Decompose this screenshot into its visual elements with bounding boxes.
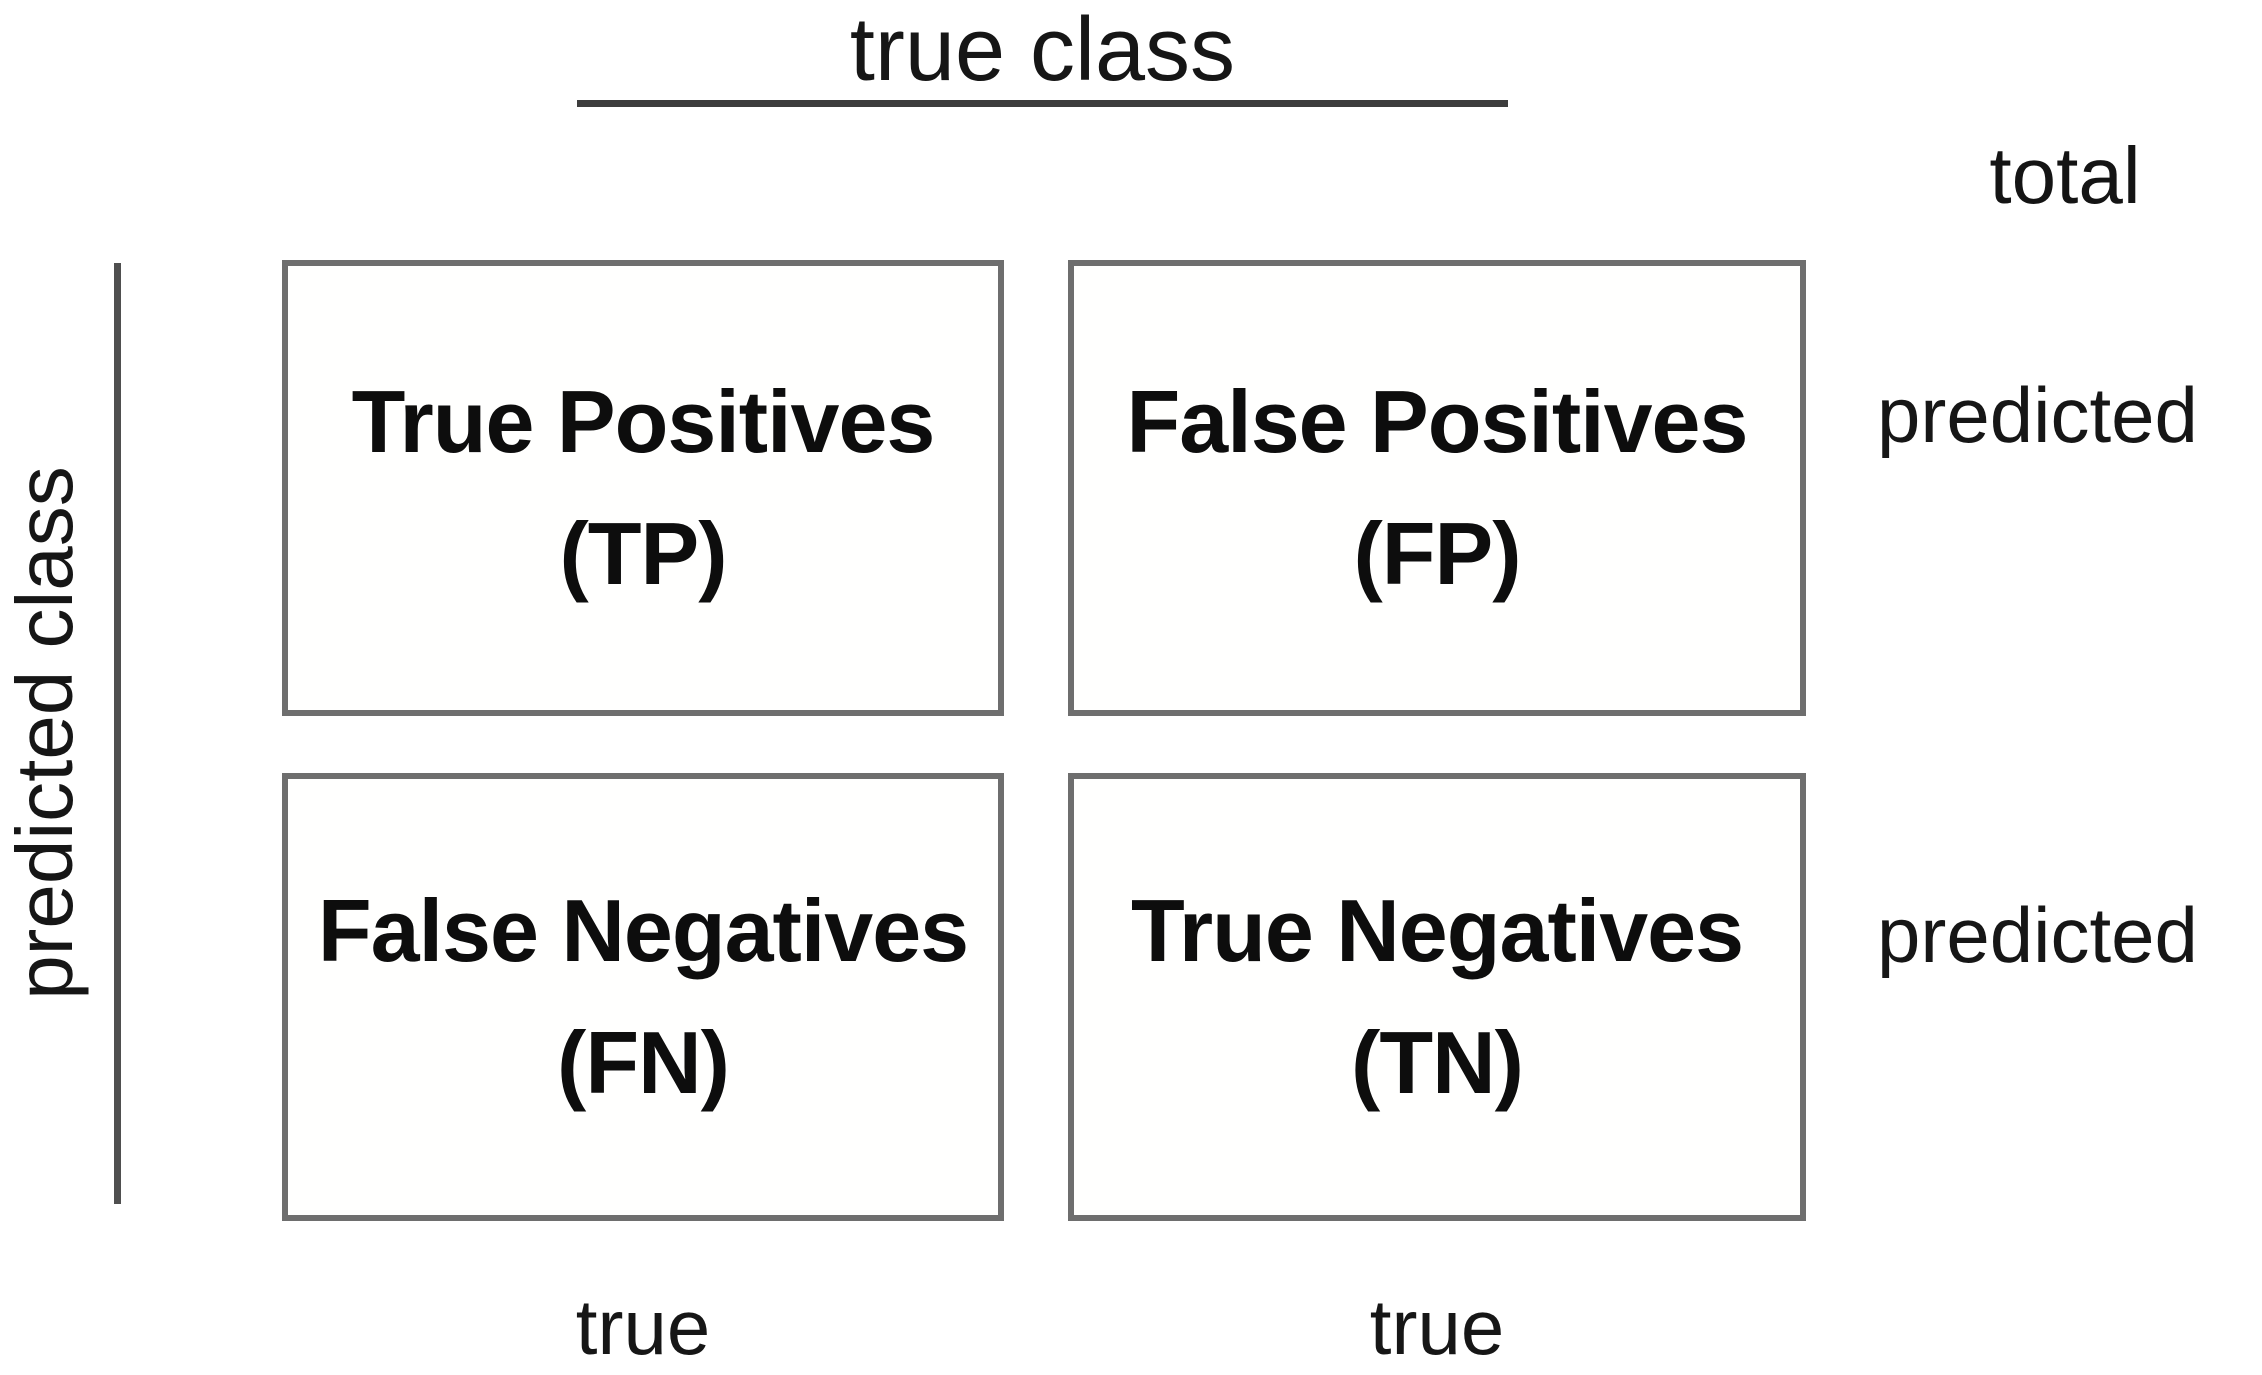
- cell-true-positives: True Positives (TP): [282, 260, 1004, 716]
- row1-predicted-label: predicted: [1877, 371, 2198, 459]
- cell-true-negatives: True Negatives (TN): [1068, 773, 1806, 1221]
- cell-false-positives-name: False Positives: [1126, 372, 1749, 471]
- predicted-class-axis-title: predicted class: [0, 466, 89, 1000]
- col1-true-label: true: [575, 1283, 711, 1371]
- cell-true-positives-name: True Positives: [351, 372, 936, 471]
- cell-false-positives-abbr: (FP): [1353, 504, 1521, 603]
- total-label: total: [1989, 131, 2141, 220]
- col2-true-label: true: [1369, 1283, 1505, 1371]
- cell-false-negatives: False Negatives (FN): [282, 773, 1004, 1221]
- cell-false-negatives-abbr: (FN): [557, 1013, 730, 1112]
- cell-true-negatives-abbr: (TN): [1351, 1013, 1524, 1112]
- true-class-axis-title: true class: [849, 0, 1236, 100]
- true-class-axis-line: [577, 100, 1508, 107]
- cell-true-positives-abbr: (TP): [559, 504, 727, 603]
- cell-false-positives: False Positives (FP): [1068, 260, 1806, 716]
- cell-true-negatives-name: True Negatives: [1130, 881, 1744, 980]
- row2-predicted-label: predicted: [1877, 891, 2198, 979]
- cell-false-negatives-name: False Negatives: [317, 881, 969, 980]
- predicted-class-axis-line: [114, 263, 121, 1204]
